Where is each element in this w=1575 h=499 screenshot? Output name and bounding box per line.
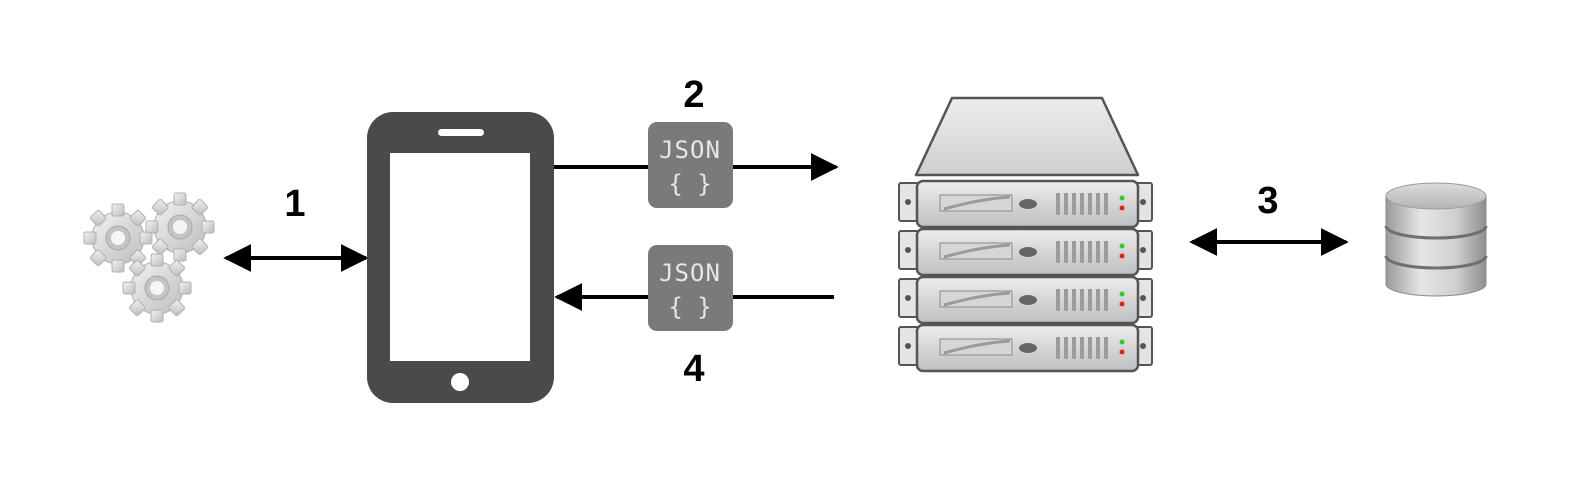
database-icon <box>1384 182 1488 297</box>
server-unit <box>898 179 1153 229</box>
step-label-3: 3 <box>1257 180 1278 222</box>
json-response-braces: { } <box>668 293 711 321</box>
server-unit <box>898 227 1153 277</box>
json-response-badge: JSON { } <box>648 245 733 331</box>
json-request-label: JSON <box>659 136 721 164</box>
step-label-2: 2 <box>683 74 704 116</box>
gears-icon <box>83 192 215 323</box>
json-request-badge: JSON { } <box>648 122 733 208</box>
server-unit <box>898 323 1153 373</box>
json-response-label: JSON <box>659 259 721 287</box>
step-label-4: 4 <box>683 348 704 390</box>
step-label-1: 1 <box>284 183 305 225</box>
json-request-braces: { } <box>668 170 711 198</box>
server-unit <box>898 275 1153 325</box>
server-rack-icon <box>898 96 1153 373</box>
smartphone-icon <box>367 112 554 403</box>
